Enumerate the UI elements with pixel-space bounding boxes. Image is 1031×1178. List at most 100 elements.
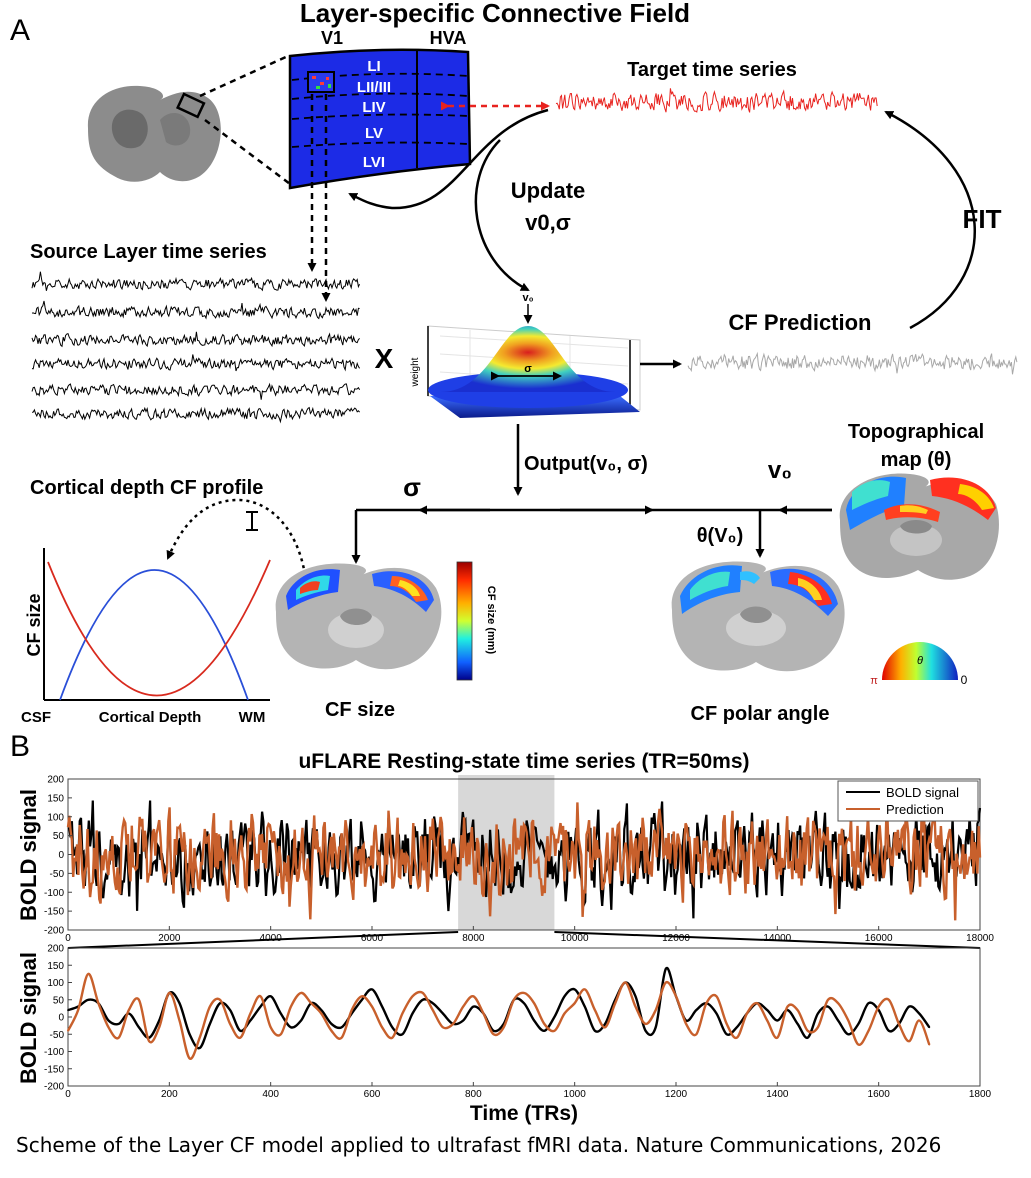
bottom-ytick-label: -150 [44, 1064, 64, 1075]
bold-data-point [300, 1019, 302, 1022]
prediction-data-point [371, 1005, 373, 1008]
theta-branch-label: θ(V₀) [697, 525, 743, 547]
prediction-data-point [644, 1023, 647, 1025]
layer-label-2: LII/III [357, 79, 391, 96]
source-trace-4 [31, 354, 361, 372]
bold-data-point [411, 1012, 414, 1015]
source-title: Source Layer time series [30, 241, 267, 263]
bottom-xtick-label: 1200 [665, 1089, 688, 1100]
hva-label: HVA [430, 28, 467, 48]
bold-data-point [472, 1005, 475, 1008]
cf-polar-angle-brain-map [671, 561, 845, 672]
bold-data-point [543, 1029, 546, 1032]
prediction-data-point [482, 1012, 485, 1015]
prediction-title: CF Prediction [728, 310, 871, 335]
prediction-data-point [786, 1005, 789, 1008]
bottom-xtick-label: 0 [65, 1089, 71, 1100]
bold-data-point [928, 1026, 931, 1029]
prediction-data-point [188, 1057, 191, 1060]
bottom-xtick-label: 400 [262, 1089, 279, 1100]
bottom-xtick-label: 200 [161, 1089, 178, 1100]
prediction-data-point [391, 1036, 394, 1039]
layer-label-1: LI [367, 58, 380, 75]
bold-data-point [391, 1026, 394, 1029]
prediction-data-point [330, 1029, 333, 1032]
bold-data-point [766, 1009, 769, 1011]
prediction-data-point [715, 995, 718, 998]
prediction-data-point [158, 1026, 161, 1029]
legend-prediction-label: Prediction [886, 802, 944, 817]
update-params-label: v0,σ [525, 210, 571, 235]
prediction-data-point [563, 1012, 566, 1015]
bold-data-point [462, 1019, 465, 1022]
bottom-chart-ylabel: BOLD signal [16, 952, 41, 1084]
wheel-pi-label: π [870, 675, 878, 687]
prediction-data-point [148, 1040, 151, 1043]
layer-label-3: LIV [362, 99, 385, 116]
v0-branch-label: v₀ [768, 457, 792, 484]
source-trace-6 [31, 406, 360, 424]
prediction-data-point [533, 1002, 535, 1005]
bottom-xtick-label: 600 [364, 1089, 381, 1100]
top-ytick-label: -150 [44, 907, 64, 918]
prediction-data-point [300, 992, 302, 994]
prediction-data-point [502, 1026, 505, 1029]
wheel-theta-label: θ [917, 655, 923, 667]
prediction-data-point [583, 988, 586, 991]
top-xtick-label: 6000 [361, 933, 384, 944]
bold-data-point [87, 998, 90, 1001]
bottom-xtick-label: 800 [465, 1089, 482, 1100]
gaussian-sigma-label: σ [524, 363, 532, 375]
prediction-data-point [67, 1029, 69, 1032]
top-xtick-label: 2000 [158, 933, 181, 944]
sigma-branch-label: σ [403, 472, 421, 502]
prediction-data-point [857, 1043, 860, 1046]
prediction-data-point [604, 1026, 606, 1029]
prediction-data-point [431, 1009, 434, 1011]
top-xtick-label: 0 [65, 933, 71, 944]
prediction-data-point [401, 1012, 404, 1015]
bold-data-point [857, 1023, 860, 1025]
prediction-data-point [107, 1026, 110, 1029]
prediction-data-point [219, 998, 221, 1001]
figure-canvas: A Layer-specific Connective Field V1 HVA… [10, 0, 1018, 1125]
cf-size-colorbar [456, 561, 473, 681]
bold-data-point [887, 1029, 890, 1032]
zoom-connector-right [554, 931, 981, 949]
prediction-data-point [796, 1009, 799, 1011]
bold-data-point [817, 1012, 819, 1015]
profile-x-mid: Cortical Depth [99, 709, 202, 726]
prediction-data-point [259, 995, 262, 998]
prediction-data-point [634, 1005, 637, 1008]
prediction-data-point [735, 1036, 738, 1039]
prediction-data-point [492, 1033, 495, 1036]
bold-data-point [827, 1005, 829, 1008]
prediction-data-point [847, 1019, 850, 1022]
gaussian-kernel-plot [427, 304, 641, 418]
fit-arrow [884, 110, 977, 330]
bold-data-point [644, 1029, 647, 1032]
chart-legend [837, 780, 979, 822]
prediction-data-point [87, 973, 90, 975]
bold-data-point [178, 1002, 181, 1005]
prediction-data-point [624, 981, 627, 984]
top-xtick-label: 8000 [462, 933, 485, 944]
cf-size-brain-map [275, 563, 442, 670]
legend-bold-label: BOLD signal [886, 785, 959, 800]
bottom-ytick-label: 150 [47, 961, 64, 972]
cortical-depth-profile-plot [43, 548, 271, 701]
prediction-data-point [776, 1036, 779, 1039]
bold-data-point [725, 1033, 728, 1036]
prediction-data-point [725, 1023, 728, 1025]
update-arrow-to-gaussian [474, 139, 530, 292]
bottom-ytick-label: -100 [44, 1047, 64, 1058]
prediction-data-point [806, 1029, 809, 1032]
wheel-zero-label: 0 [961, 673, 968, 687]
prediction-data-point [178, 1019, 181, 1022]
prediction-data-point [462, 1005, 465, 1008]
prediction-data-point [198, 1036, 201, 1039]
bold-data-point [421, 998, 424, 1001]
prediction-data-point [746, 1012, 748, 1015]
bottom-series-bold [67, 966, 931, 1050]
